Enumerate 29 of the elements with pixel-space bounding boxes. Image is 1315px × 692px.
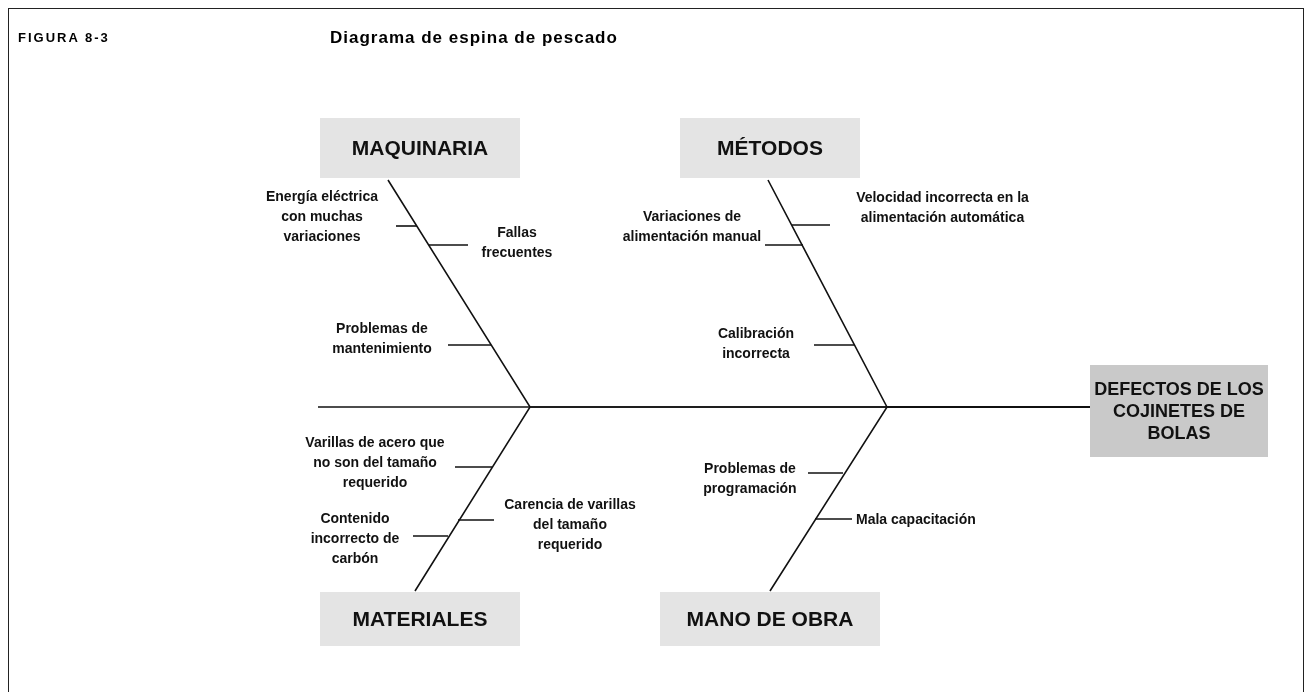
leader-line: [447, 344, 492, 346]
cause-text: Fallas frecuentes: [472, 222, 562, 262]
cause-text: Calibración incorrecta: [702, 323, 810, 363]
category-box: MÉTODOS: [680, 118, 860, 178]
leader-line: [457, 519, 495, 521]
cause-text: Energía eléctrica con muchas variaciones: [252, 186, 392, 246]
effect-box: DEFECTOS DE LOS COJINETES DE BOLAS: [1090, 365, 1268, 457]
figure-title: Diagrama de espina de pescado: [330, 28, 618, 48]
category-box: MATERIALES: [320, 592, 520, 646]
leader-line: [807, 472, 844, 474]
cause-text: Velocidad incorrecta en la alimentación automática: [835, 187, 1050, 227]
cause-text: Contenido incorrecto de carbón: [300, 508, 410, 568]
cause-text: Varillas de acero que no son del tamaño requerido: [300, 432, 450, 492]
leader-line: [764, 244, 804, 246]
leader-line: [428, 244, 469, 246]
figure-number: FIGURA 8-3: [18, 30, 110, 45]
cause-text: Mala capacitación: [856, 509, 1036, 529]
cause-text: Problemas de programación: [695, 458, 805, 498]
leader-line: [454, 466, 493, 468]
cause-text: Variaciones de alimentación manual: [622, 206, 762, 246]
leader-line: [412, 535, 449, 537]
leader-line: [395, 225, 418, 227]
leader-line: [814, 518, 853, 520]
category-box: MANO DE OBRA: [660, 592, 880, 646]
cause-text: Carencia de varillas del tamaño requerido: [500, 494, 640, 554]
leader-line: [813, 344, 856, 346]
leader-line: [791, 224, 831, 226]
cause-text: Problemas de mantenimiento: [318, 318, 446, 358]
category-box: MAQUINARIA: [320, 118, 520, 178]
